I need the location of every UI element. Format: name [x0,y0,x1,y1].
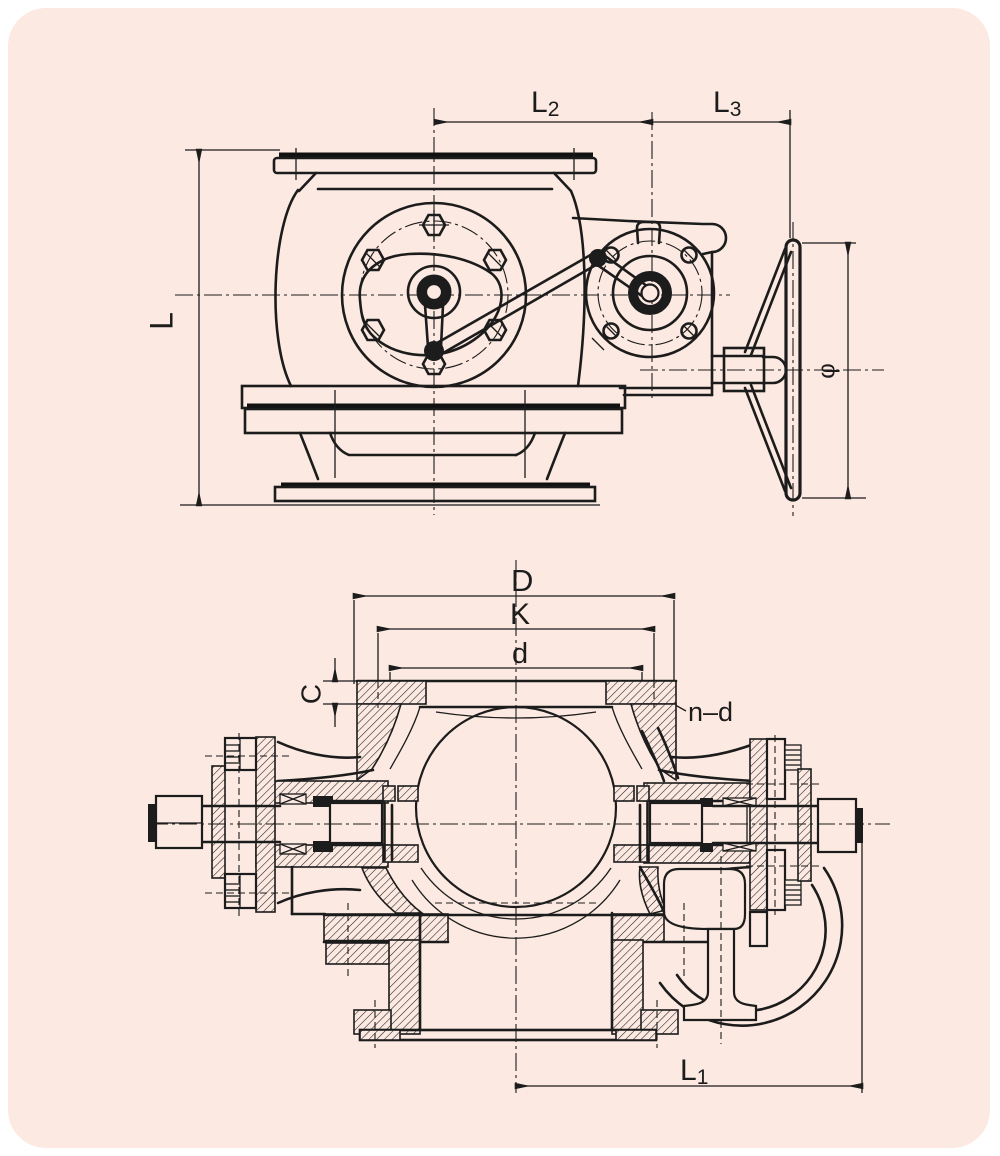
svg-text:L3: L3 [713,86,741,121]
svg-text:D: D [511,563,533,598]
svg-text:L1: L1 [680,1054,708,1089]
svg-text:d: d [512,638,528,670]
svg-text:n–d: n–d [688,697,733,727]
svg-text:K: K [510,598,530,631]
svg-text:φ: φ [813,363,840,379]
svg-text:L2: L2 [531,86,559,121]
svg-text:L: L [143,312,179,330]
svg-text:C: C [295,684,326,704]
